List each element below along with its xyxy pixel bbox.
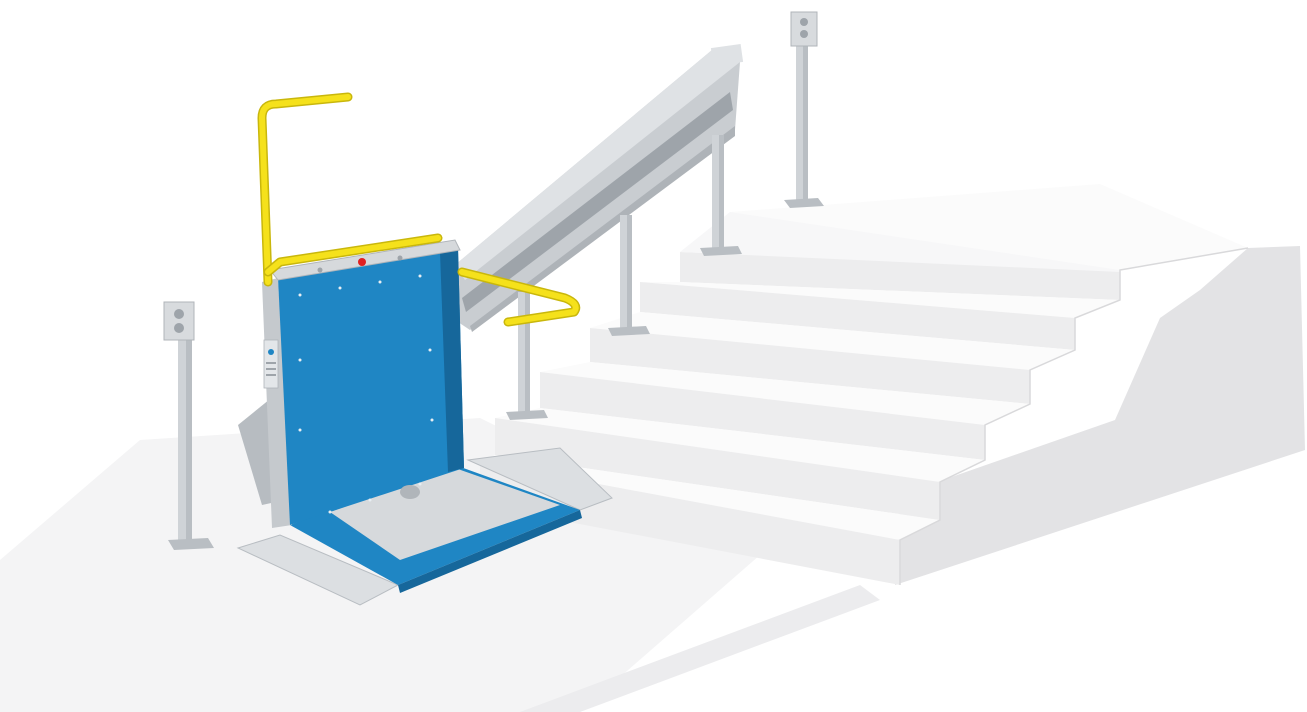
- stair-tread-5: [640, 282, 1120, 318]
- rail-post-3-shade: [525, 292, 530, 414]
- call-button-icon: [174, 323, 184, 333]
- call-station-right-box: [790, 11, 818, 47]
- platform-floor-plate: [330, 468, 560, 560]
- handrail-top-highlight: [265, 235, 441, 275]
- status-light-icon: [397, 255, 403, 261]
- control-label-icon: [266, 368, 276, 370]
- platform-floor-edge: [398, 510, 582, 593]
- fold-down-ramp-side: [466, 447, 613, 511]
- control-button-icon: [268, 349, 274, 355]
- stair-riser-2: [495, 418, 940, 520]
- stair-tread-1: [480, 455, 940, 540]
- platform-lift: [236, 239, 613, 606]
- rail-top-face: [455, 50, 740, 280]
- stair-landing: [730, 184, 1248, 270]
- stair-tread-4: [590, 312, 1075, 370]
- call-station-right: [784, 11, 824, 208]
- control-label-icon: [266, 374, 276, 376]
- control-label-icon: [266, 362, 276, 364]
- stair-profile-edge: [899, 247, 1249, 585]
- emergency-stop-icon: [358, 258, 366, 266]
- rail-post-2-shade: [627, 215, 632, 330]
- lift-back-wall: [278, 248, 464, 525]
- stair-tread-6: [680, 212, 1120, 272]
- stair-tread-3: [540, 362, 1030, 425]
- grab-handle-tall-highlight: [259, 94, 351, 285]
- rail-post-3-foot: [506, 410, 548, 420]
- staircase: [480, 184, 1305, 585]
- call-button-icon: [800, 18, 808, 26]
- rail-end-cap: [710, 43, 744, 67]
- wall-rivets: [298, 274, 434, 514]
- floor-shadow-edge: [520, 585, 880, 712]
- call-station-left-base: [168, 538, 214, 550]
- rail-post-2-foot: [608, 326, 650, 336]
- handrail-side-highlight: [459, 269, 579, 325]
- lift-back-wall-shade: [440, 248, 464, 472]
- stair-riser-3: [540, 372, 985, 460]
- status-light-icon: [317, 267, 323, 273]
- call-station-left-box: [163, 301, 195, 341]
- rail-post-1-shade: [719, 135, 724, 250]
- rail-post-1-foot: [700, 246, 742, 256]
- call-button-icon: [174, 309, 184, 319]
- call-station-left: [163, 301, 214, 550]
- floor-sensor-icon: [400, 485, 420, 499]
- rail-dark-groove: [462, 92, 733, 312]
- stair-riser-4: [590, 328, 1030, 404]
- rail-bottom-groove: [470, 126, 735, 332]
- call-station-left-pole-shade: [186, 330, 192, 542]
- yellow-handrails: [257, 92, 581, 327]
- stair-side-wall: [895, 246, 1305, 585]
- call-station-right-pole-shade: [803, 42, 808, 202]
- rail-supports: [506, 135, 742, 420]
- call-button-icon: [800, 30, 808, 38]
- stair-tread-2: [495, 408, 985, 482]
- stair-riser-5: [640, 282, 1075, 350]
- call-station-right-base: [784, 198, 824, 208]
- inclined-rail: [238, 43, 744, 505]
- stair-riser-6: [680, 252, 1120, 300]
